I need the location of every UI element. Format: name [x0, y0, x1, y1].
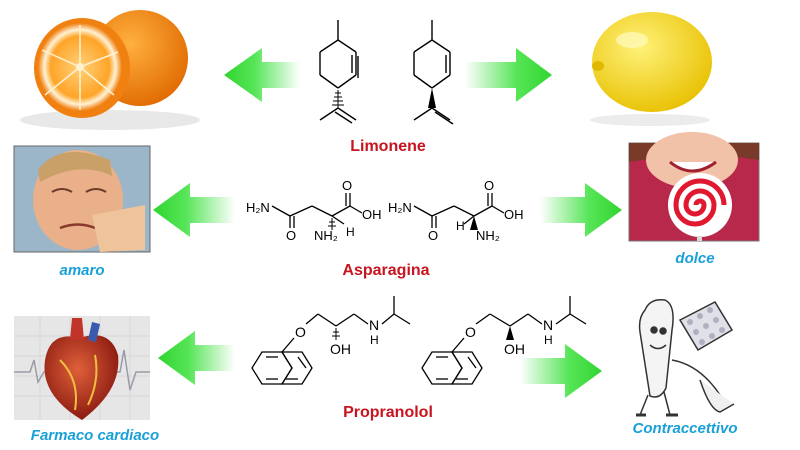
contraceptive-caption: Contraccettivo — [632, 420, 738, 437]
limonene-right-structure — [413, 20, 454, 125]
asn-left-nh2-label: NH₂ — [314, 228, 338, 243]
prop-right-n-label: N — [543, 317, 553, 333]
propranolol-right-structure — [421, 296, 587, 385]
contraceptive-cartoon-image — [636, 298, 735, 417]
arrow-asparagine-right — [540, 183, 622, 237]
asn-left-nh2-text: NH₂ — [314, 228, 338, 243]
propranolol-left-structure — [251, 296, 411, 385]
sweet-caption: dolce — [675, 250, 715, 267]
arrow-propranolol-right — [520, 344, 602, 398]
heart-image — [14, 316, 150, 420]
asn-left-oh-label: OH — [362, 207, 382, 222]
asn-right-o2-label: O — [484, 178, 494, 193]
asn-left-h-label: H — [346, 225, 355, 239]
orange-image — [20, 10, 200, 130]
arrow-limonene-right — [465, 48, 552, 102]
limonene-left-structure — [319, 20, 359, 124]
prop-right-h-label: H — [544, 333, 553, 347]
propranolol-title: Propranolol — [343, 404, 433, 421]
asparagine-right-structure — [413, 193, 505, 230]
lollipop-girl-image — [628, 132, 760, 242]
bitter-caption: amaro — [59, 262, 105, 279]
limonene-title: Limonene — [350, 138, 426, 155]
asn-right-oh-label: OH — [504, 207, 524, 222]
asn-right-o-label: O — [428, 228, 438, 243]
arrow-asparagine-left — [153, 183, 235, 237]
asn-right-h2n-label: H₂N — [388, 200, 412, 215]
asparagine-title: Asparagina — [342, 262, 430, 279]
asn-left-o2-label: O — [342, 178, 352, 193]
prop-left-n-label: N — [369, 317, 379, 333]
arrow-limonene-left — [224, 48, 300, 102]
asparagine-left-structure — [271, 193, 363, 230]
prop-right-oh-label: OH — [504, 341, 525, 357]
bitter-child-image — [13, 145, 151, 253]
asn-left-h2n-label: H₂N — [246, 200, 270, 215]
prop-left-o-label: O — [295, 324, 306, 340]
asn-right-nh2-label: NH₂ — [476, 228, 500, 243]
cardiac-drug-caption: Farmaco cardiaco — [30, 427, 160, 444]
arrow-propranolol-left — [158, 331, 235, 385]
asn-right-h-label: H — [456, 219, 465, 233]
asn-left-o-label: O — [286, 228, 296, 243]
lemon-image — [574, 2, 724, 126]
prop-right-o-label: O — [465, 324, 476, 340]
prop-left-oh-label: OH — [330, 341, 351, 357]
prop-left-h-label: H — [370, 333, 379, 347]
